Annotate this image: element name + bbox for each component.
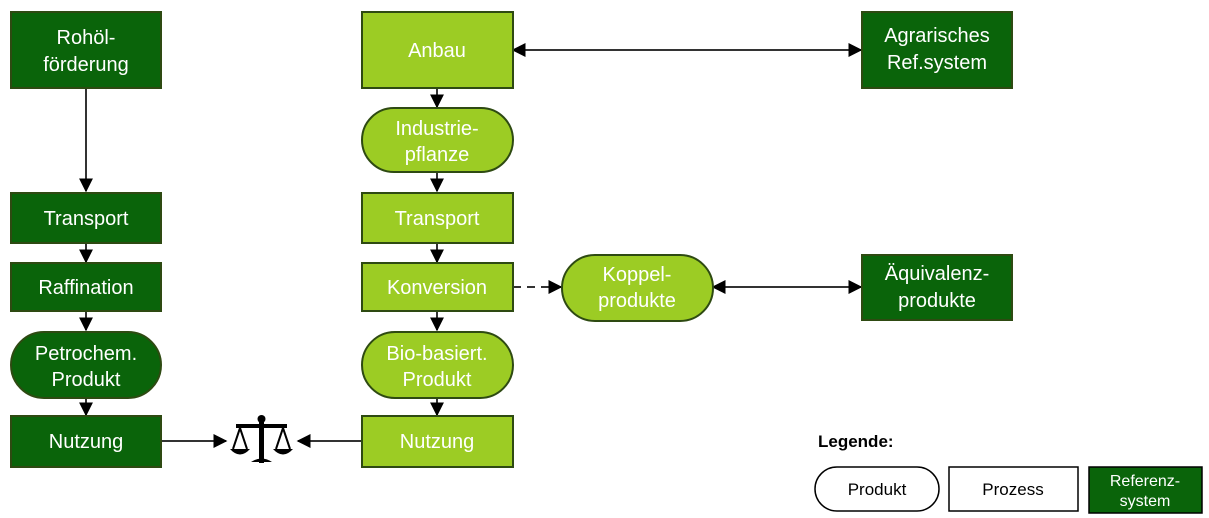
node-label-line: Nutzung xyxy=(400,431,475,453)
legend-produkt-swatch xyxy=(814,466,940,512)
node-label-line: Äquivalenz- xyxy=(885,263,990,285)
legend: Legende: Produkt Prozess Referenz- syste… xyxy=(814,432,1203,514)
connectors xyxy=(79,43,863,448)
node-raffination: Raffination xyxy=(10,262,162,312)
node-label-line: Bio-basiert. xyxy=(386,343,487,365)
reference-box xyxy=(10,11,162,89)
node-label-line: Industrie- xyxy=(395,118,478,140)
node-label-line: Rohöl- xyxy=(57,27,116,49)
node-label-line: Agrarisches xyxy=(884,25,990,47)
node-nutzung-left: Nutzung xyxy=(10,415,162,468)
node-anbau: Anbau xyxy=(361,11,514,89)
node-label-line: förderung xyxy=(43,54,129,76)
node-label-line: pflanze xyxy=(405,144,470,166)
node-label-line: Ref.system xyxy=(887,52,987,74)
node-label-line: Produkt xyxy=(403,369,472,391)
node-industriepflanze: Industrie- pflanze xyxy=(361,107,514,173)
node-label-line: Konversion xyxy=(387,277,487,299)
reference-box xyxy=(861,254,1013,321)
legend-referenz-label-line: Referenz- xyxy=(1110,473,1180,490)
node-transport-left: Transport xyxy=(10,192,162,244)
reference-box xyxy=(10,415,162,468)
node-label-line: Petrochem. xyxy=(35,343,137,365)
node-label-line: produkte xyxy=(898,290,976,312)
node-label-line: Produkt xyxy=(52,369,121,391)
node-rohoel: Rohöl- förderung xyxy=(10,11,162,89)
node-aequivalenz: Äquivalenz- produkte xyxy=(861,254,1013,321)
node-transport-mid: Transport xyxy=(361,192,514,244)
legend-referenz-swatch xyxy=(1088,466,1203,514)
legend-referenz-label-line: system xyxy=(1120,493,1171,510)
node-label-line: Transport xyxy=(395,208,480,230)
product-pill xyxy=(361,107,514,173)
reference-box xyxy=(10,262,162,312)
process-box xyxy=(361,262,514,312)
node-label-line: Raffination xyxy=(38,277,133,299)
legend-prozess-label: Prozess xyxy=(982,480,1043,499)
node-label-line: produkte xyxy=(598,290,676,312)
node-koppel: Koppel- produkte xyxy=(561,254,714,322)
node-nutzung-mid: Nutzung xyxy=(361,415,514,468)
process-box xyxy=(361,415,514,468)
node-petrochem: Petrochem. Produkt xyxy=(10,331,162,399)
reference-box xyxy=(10,192,162,244)
node-label-line: Nutzung xyxy=(49,431,124,453)
legend-prozess-swatch xyxy=(948,466,1079,512)
legend-produkt-label: Produkt xyxy=(848,480,907,499)
node-agrarisches: Agrarisches Ref.system xyxy=(861,11,1013,89)
node-konversion: Konversion xyxy=(361,262,514,312)
legend-title: Legende: xyxy=(818,432,894,451)
process-box xyxy=(361,192,514,244)
product-pill xyxy=(10,331,162,399)
reference-box xyxy=(861,11,1013,89)
node-biobasiert: Bio-basiert. Produkt xyxy=(361,331,514,399)
node-label-line: Anbau xyxy=(408,40,466,62)
node-label-line: Transport xyxy=(44,208,129,230)
node-label-line: Koppel- xyxy=(603,264,672,286)
process-box xyxy=(361,11,514,89)
product-pill xyxy=(561,254,714,322)
product-pill xyxy=(361,331,514,399)
balance-scale-icon xyxy=(230,415,293,463)
